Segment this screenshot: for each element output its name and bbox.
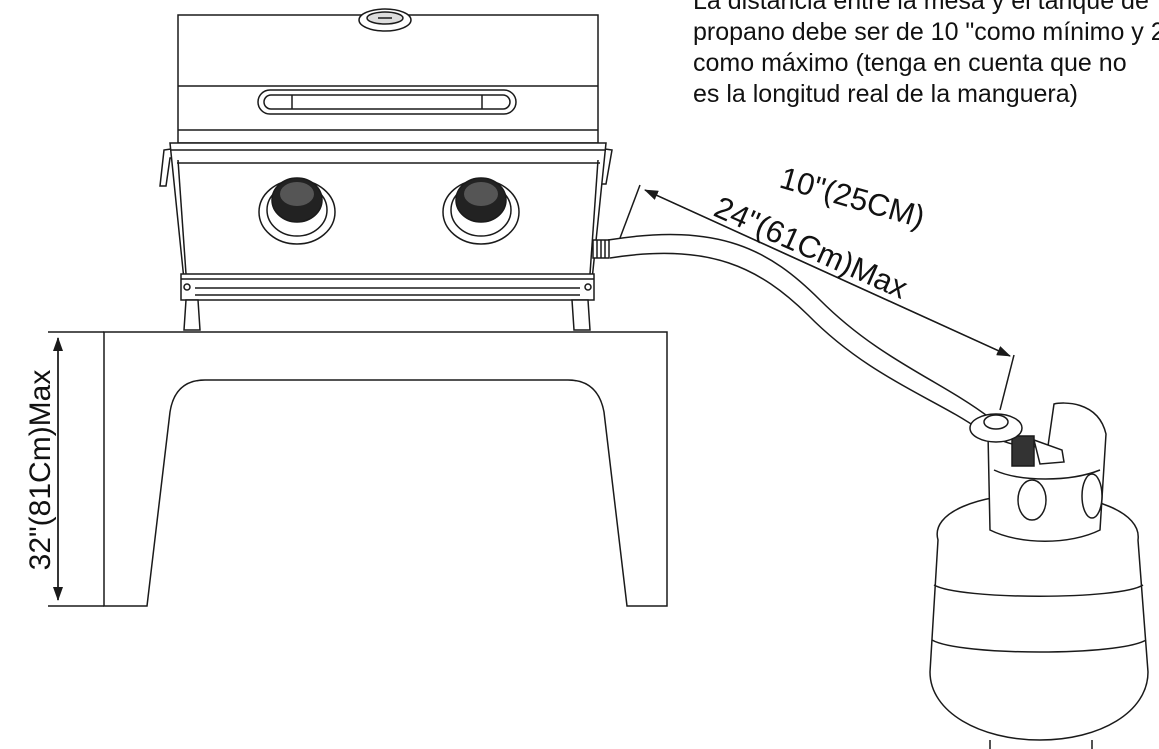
distance-dimension bbox=[619, 184, 1015, 411]
note-line-3: como máximo (tenga en cuenta que no bbox=[693, 49, 1127, 77]
instruction-note: La distancia entre la mesa y el tanque d… bbox=[693, 0, 1159, 110]
height-dimension bbox=[48, 331, 104, 607]
table bbox=[103, 331, 668, 607]
note-line-4: es la longitud real de la manguera) bbox=[693, 80, 1078, 108]
note-line-2: propano debe ser de 10 "como mínimo y 24… bbox=[693, 18, 1159, 46]
gas-hose bbox=[607, 233, 991, 431]
thermometer-icon bbox=[358, 8, 412, 32]
grill-lid bbox=[177, 14, 599, 144]
lid-handle bbox=[257, 89, 517, 115]
propane-tank bbox=[929, 402, 1149, 749]
drip-tray bbox=[180, 273, 595, 301]
gas-inlet-fitting bbox=[592, 239, 610, 259]
tank-valve bbox=[1011, 435, 1065, 467]
control-knob-left bbox=[258, 177, 336, 245]
control-knob-right bbox=[442, 177, 520, 245]
note-line-1: La distancia entre la mesa y el tanque d… bbox=[693, 0, 1149, 15]
regulator bbox=[969, 413, 1023, 443]
grill bbox=[159, 8, 613, 331]
height-label: 32"(81Cm)Max bbox=[24, 370, 57, 571]
